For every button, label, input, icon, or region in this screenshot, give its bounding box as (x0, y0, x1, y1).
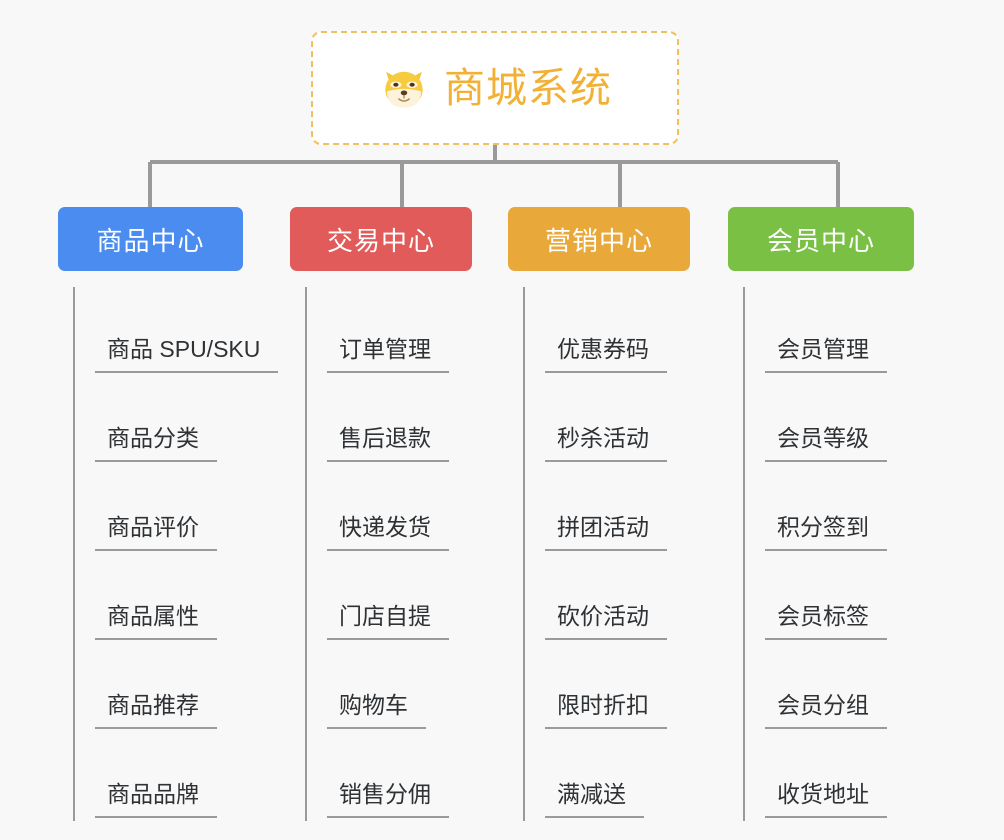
leaf-label: 会员分组 (765, 691, 887, 729)
category-column-trade: 交易中心 订单管理 售后退款 快递发货 门店自提 购物车 (252, 207, 472, 821)
list-item[interactable]: 会员管理 (745, 287, 887, 376)
list-item[interactable]: 商品分类 (75, 376, 278, 465)
list-item[interactable]: 商品品牌 (75, 732, 278, 821)
category-card-product[interactable]: 商品中心 (58, 207, 243, 271)
leaf-list-trade: 订单管理 售后退款 快递发货 门店自提 购物车 销售分佣 (305, 287, 449, 821)
leaf-label: 会员标签 (765, 602, 887, 640)
list-item[interactable]: 收货地址 (745, 732, 887, 821)
list-item[interactable]: 销售分佣 (307, 732, 449, 821)
list-item[interactable]: 积分签到 (745, 465, 887, 554)
leaf-label: 快递发货 (327, 513, 449, 551)
category-column-product: 商品中心 商品 SPU/SKU 商品分类 商品评价 商品属性 商品推荐 (0, 207, 279, 821)
list-item[interactable]: 售后退款 (307, 376, 449, 465)
category-label: 会员中心 (766, 225, 875, 256)
category-card-trade[interactable]: 交易中心 (290, 207, 472, 271)
leaf-label: 限时折扣 (545, 691, 667, 729)
list-item[interactable]: 限时折扣 (525, 643, 667, 732)
leaf-label: 商品 SPU/SKU (95, 335, 279, 373)
leaf-label: 购物车 (327, 691, 426, 729)
list-item[interactable]: 订单管理 (307, 287, 449, 376)
list-item[interactable]: 快递发货 (307, 465, 449, 554)
leaf-label: 商品分类 (95, 424, 217, 462)
category-card-member[interactable]: 会员中心 (728, 207, 914, 271)
shiba-dog-icon (385, 71, 423, 108)
category-label: 商品中心 (96, 225, 205, 256)
leaf-label: 收货地址 (765, 780, 887, 818)
list-item[interactable]: 门店自提 (307, 554, 449, 643)
leaf-label: 商品推荐 (95, 691, 217, 729)
leaf-label: 订单管理 (327, 335, 449, 373)
leaf-label: 门店自提 (327, 602, 449, 640)
leaf-list-marketing: 优惠券码 秒杀活动 拼团活动 砍价活动 限时折扣 满减送 (523, 287, 667, 821)
list-item[interactable]: 砍价活动 (525, 554, 667, 643)
list-item[interactable]: 优惠券码 (525, 287, 667, 376)
leaf-label: 会员等级 (765, 424, 887, 462)
leaf-label: 秒杀活动 (545, 424, 667, 462)
leaf-label: 砍价活动 (545, 602, 667, 640)
root-node[interactable]: 商城系统 (311, 31, 679, 145)
leaf-list-member: 会员管理 会员等级 积分签到 会员标签 会员分组 收货地址 (743, 287, 887, 821)
root-label: 商城系统 (444, 64, 612, 111)
leaf-label: 商品评价 (95, 513, 217, 551)
list-item[interactable]: 拼团活动 (525, 465, 667, 554)
list-item[interactable]: 商品推荐 (75, 643, 278, 732)
leaf-label: 拼团活动 (545, 513, 667, 551)
leaf-label: 售后退款 (327, 424, 449, 462)
list-item[interactable]: 秒杀活动 (525, 376, 667, 465)
list-item[interactable]: 商品评价 (75, 465, 278, 554)
list-item[interactable]: 会员分组 (745, 643, 887, 732)
category-label: 营销中心 (544, 225, 653, 256)
leaf-label: 满减送 (545, 780, 644, 818)
list-item[interactable]: 满减送 (525, 732, 667, 821)
leaf-label: 商品属性 (95, 602, 217, 640)
leaf-label: 销售分佣 (327, 780, 449, 818)
list-item[interactable]: 商品 SPU/SKU (75, 287, 279, 376)
leaf-label: 会员管理 (765, 335, 887, 373)
leaf-label: 优惠券码 (545, 335, 667, 373)
leaf-label: 积分签到 (765, 513, 887, 551)
list-item[interactable]: 会员标签 (745, 554, 887, 643)
category-column-marketing: 营销中心 优惠券码 秒杀活动 拼团活动 砍价活动 限时折扣 (472, 207, 692, 821)
leaf-list-product: 商品 SPU/SKU 商品分类 商品评价 商品属性 商品推荐 商品品牌 (73, 287, 279, 821)
category-column-member: 会员中心 会员管理 会员等级 积分签到 会员标签 会员分组 (692, 207, 1004, 821)
list-item[interactable]: 会员等级 (745, 376, 887, 465)
category-card-marketing[interactable]: 营销中心 (508, 207, 690, 271)
list-item[interactable]: 购物车 (307, 643, 449, 732)
category-label: 交易中心 (326, 225, 435, 256)
category-columns: 商品中心 商品 SPU/SKU 商品分类 商品评价 商品属性 商品推荐 (0, 207, 1004, 821)
list-item[interactable]: 商品属性 (75, 554, 278, 643)
leaf-label: 商品品牌 (95, 780, 217, 818)
